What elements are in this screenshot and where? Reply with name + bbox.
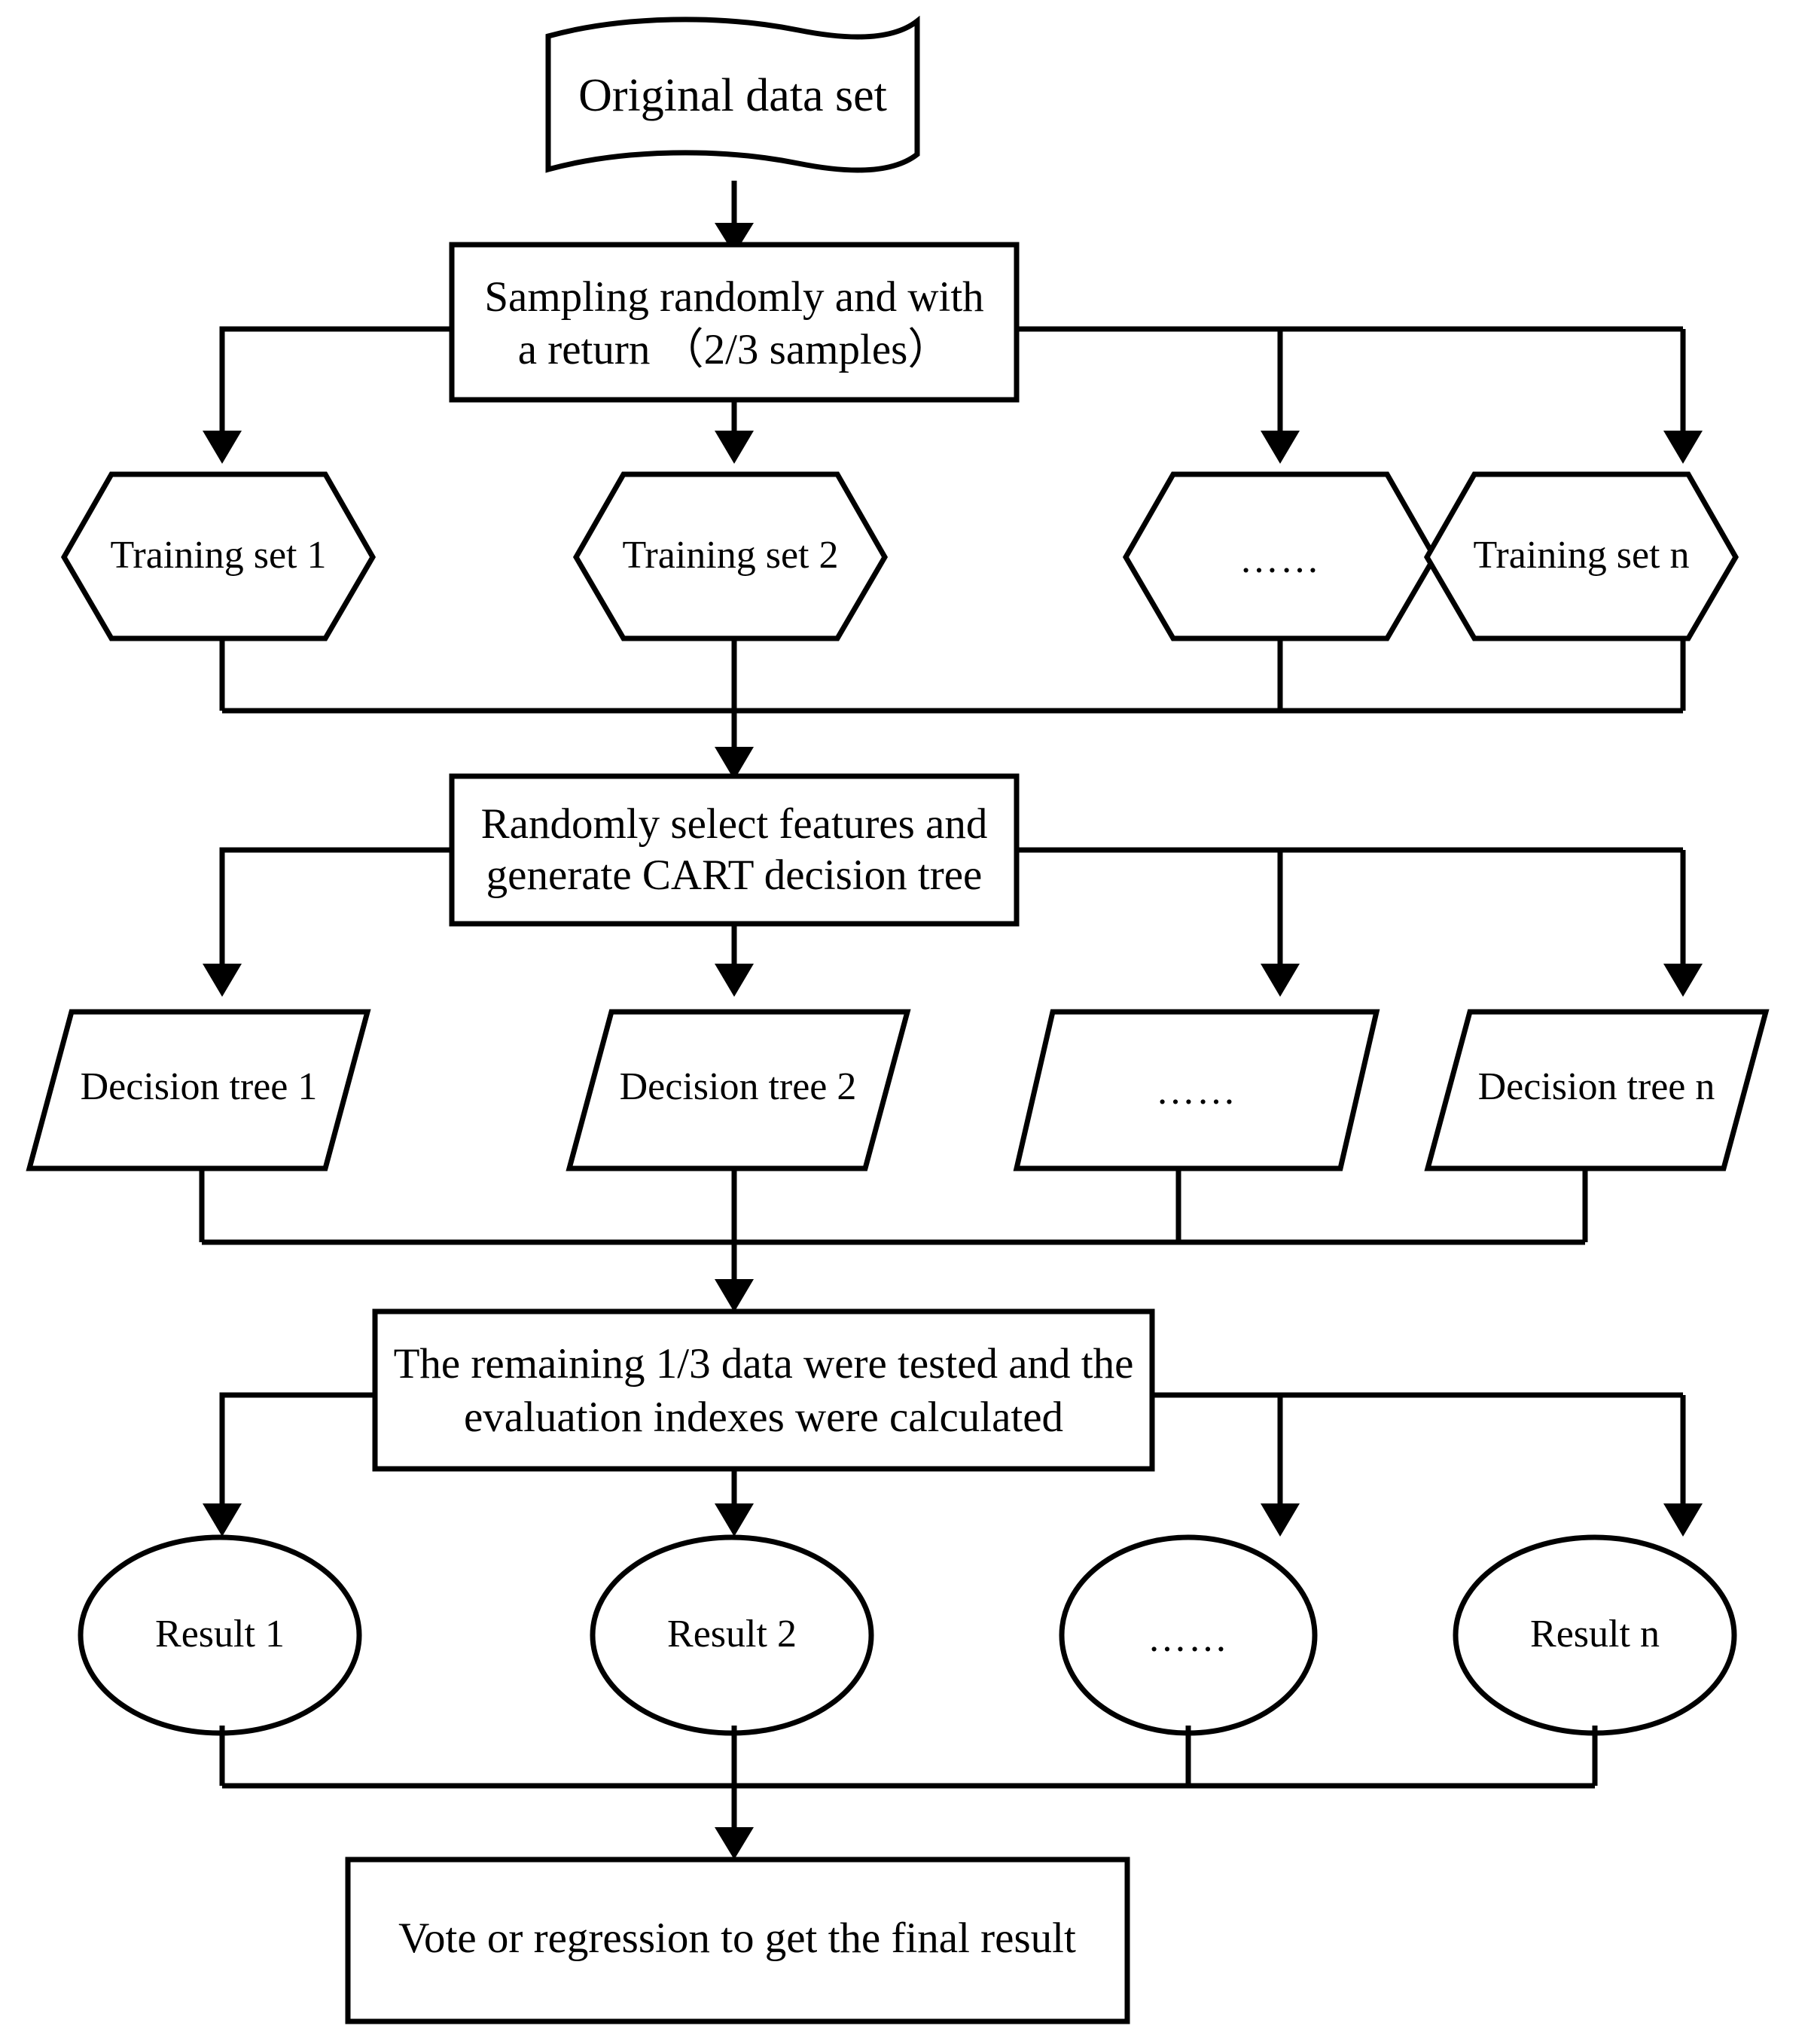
node-training-set-ellipsis[interactable]: …… [1122,471,1438,641]
connector-decisiontrees-merge [199,1168,1588,1312]
result-1-label: Result 1 [155,1613,285,1656]
node-result-n[interactable]: Result n [1453,1534,1737,1736]
node-sampling-process[interactable]: Sampling randomly and with a return （2/3… [449,242,1020,403]
sampling-process-line1: Sampling randomly and with [484,273,983,321]
node-decision-tree-ellipsis[interactable]: …… [1013,1009,1380,1171]
node-result-2[interactable]: Result 2 [590,1534,874,1736]
training-set-1-label: Training set 1 [111,534,327,577]
connector-original-to-sampling [715,181,754,254]
decision-tree-2-label: Decision tree 2 [620,1065,857,1108]
node-decision-tree-1[interactable]: Decision tree 1 [26,1009,371,1171]
connector-sampling-fanout [203,326,1703,464]
node-feature-select-process[interactable]: Randomly select features and generate CA… [449,773,1020,927]
result-n-label: Result n [1530,1613,1660,1656]
sampling-process-line2: a return （2/3 samples） [518,326,951,373]
feature-select-line2: generate CART decision tree [486,851,983,899]
node-training-set-2[interactable]: Training set 2 [572,471,889,641]
connector-featureselect-fanout [203,847,1703,997]
final-result-label: Vote or regression to get the final resu… [398,1915,1076,1962]
connector-evaluation-fanout [203,1392,1703,1537]
node-original-data-set[interactable]: Original data set [545,15,920,173]
connector-trainingsets-merge [219,638,1686,780]
feature-select-line1: Randomly select features and [481,800,988,848]
result-2-label: Result 2 [667,1613,797,1656]
node-evaluation-process[interactable]: The remaining 1/3 data were tested and t… [372,1308,1155,1472]
decision-tree-n-label: Decision tree n [1478,1065,1715,1108]
training-set-ellipsis-label: …… [1239,538,1321,581]
training-set-2-label: Training set 2 [623,534,839,577]
evaluation-line1: The remaining 1/3 data were tested and t… [394,1340,1134,1388]
node-result-ellipsis[interactable]: …… [1059,1534,1318,1736]
decision-tree-1-label: Decision tree 1 [81,1065,318,1108]
node-training-set-1[interactable]: Training set 1 [60,471,377,641]
decision-tree-ellipsis-label: …… [1156,1070,1237,1113]
connector-results-merge [219,1726,1598,1860]
node-decision-tree-2[interactable]: Decision tree 2 [566,1009,911,1171]
evaluation-line2: evaluation indexes were calculated [464,1394,1063,1441]
node-decision-tree-n[interactable]: Decision tree n [1424,1009,1770,1171]
result-ellipsis-label: …… [1148,1617,1229,1660]
original-data-set-label: Original data set [578,70,887,121]
node-result-1[interactable]: Result 1 [78,1534,362,1736]
node-training-set-n[interactable]: Training set n [1423,471,1739,641]
node-final-result[interactable]: Vote or regression to get the final resu… [345,1857,1130,2024]
training-set-n-label: Training set n [1474,534,1690,577]
